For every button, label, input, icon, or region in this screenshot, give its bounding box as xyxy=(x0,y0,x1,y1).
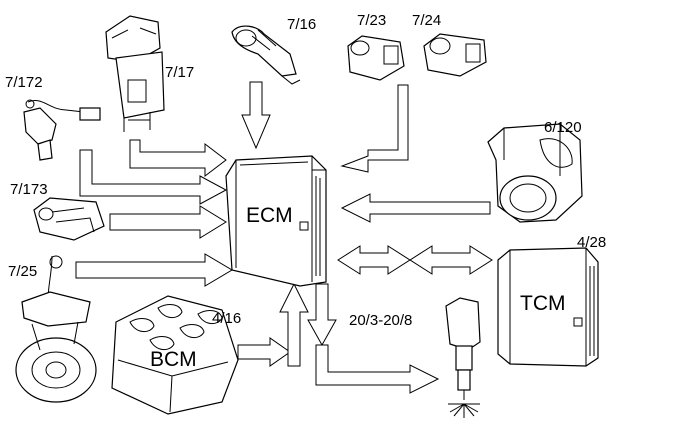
maf-sensor-drawing xyxy=(105,15,165,132)
arrow-knock-to-ecm xyxy=(340,84,409,173)
arrow-ecm-to-ignition-down xyxy=(307,283,337,347)
arrow-ecm-to-bcm-up xyxy=(279,282,309,367)
arrow-crank-to-ecm xyxy=(75,253,233,287)
tcm-module xyxy=(497,247,599,367)
ignition-coil-drawing xyxy=(445,297,481,418)
coolant-sensor-drawing xyxy=(231,25,301,85)
arrow-throttle-to-ecm xyxy=(340,193,491,223)
arrow-pedal-to-ecm xyxy=(109,205,227,239)
knock-sensor-1-label: 7/23 xyxy=(357,12,386,29)
bcm-drawing xyxy=(111,295,239,415)
oxygen-sensor-label: 7/172 xyxy=(5,74,43,91)
crank-sensor-label: 7/25 xyxy=(8,263,37,280)
tcm-module-label: 4/28 xyxy=(577,234,606,251)
crank-sensor-drawing xyxy=(15,255,97,403)
arrow-coolant-to-ecm xyxy=(241,81,271,150)
spark-icon xyxy=(448,403,480,418)
pedal-sensor-label: 7/173 xyxy=(10,181,48,198)
arrow-maf-to-ecm xyxy=(129,139,227,178)
arrow-ecm-to-ignition xyxy=(315,344,440,394)
pedal-sensor-drawing xyxy=(33,197,105,241)
bcm-module-label: 4/16 xyxy=(212,310,241,327)
coolant-sensor-label: 7/16 xyxy=(287,16,316,33)
arrow-o2-to-ecm xyxy=(79,149,228,205)
arrow-bcm-to-ecm xyxy=(237,337,291,367)
knock-sensor-1-drawing xyxy=(347,35,405,81)
signal-arrows xyxy=(75,81,493,394)
ignition-coil-label: 20/3-20/8 xyxy=(349,312,412,329)
throttle-body-drawing xyxy=(487,123,583,223)
knock-sensor-2-label: 7/24 xyxy=(412,12,441,29)
maf-sensor-label: 7/17 xyxy=(165,64,194,81)
tcm-label: TCM xyxy=(520,292,566,315)
arrow-ecm-tcm xyxy=(337,245,493,275)
throttle-body-label: 6/120 xyxy=(544,119,582,136)
knock-sensor-2-drawing xyxy=(423,33,487,77)
oxygen-sensor-drawing xyxy=(23,99,101,161)
bcm-label: BCM xyxy=(150,348,197,371)
ecm-module xyxy=(225,155,327,287)
ecm-label: ECM xyxy=(246,204,293,227)
